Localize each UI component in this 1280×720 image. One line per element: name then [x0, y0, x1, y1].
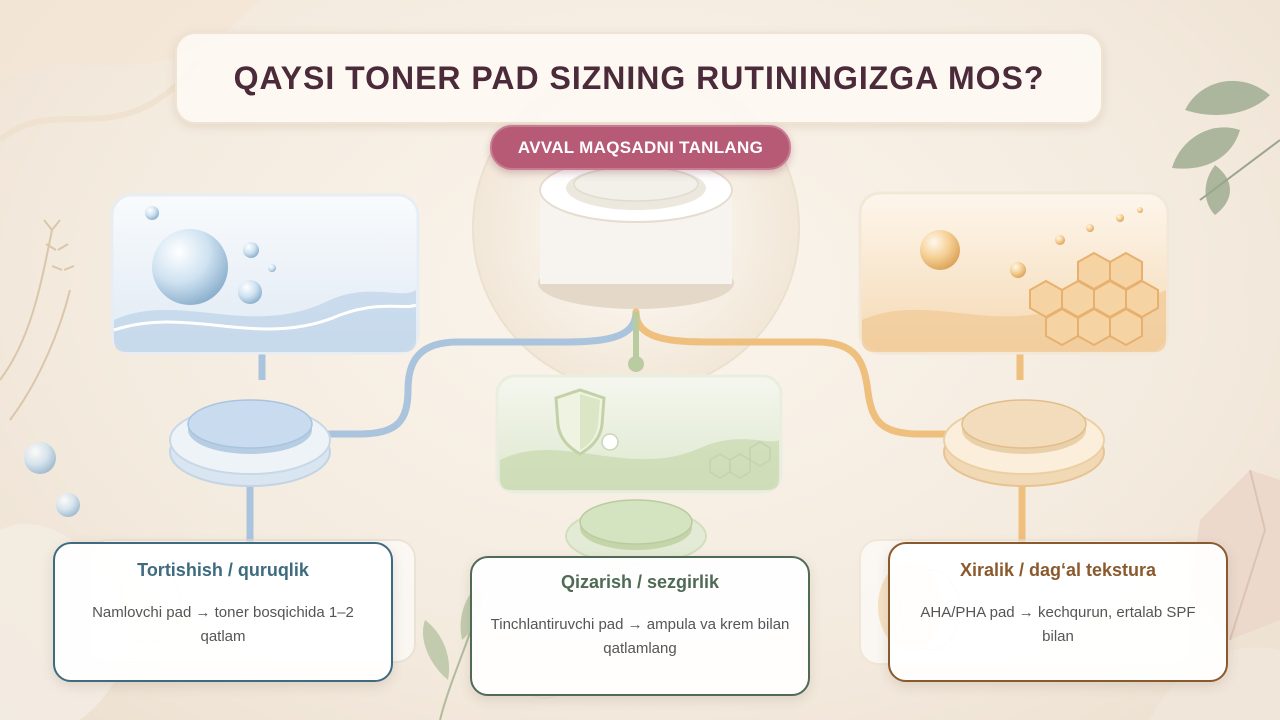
hydration-illustration [110, 193, 420, 355]
option-title-dullness: Xiralik / dag‘al tekstura [959, 560, 1157, 580]
choose-goal-pill: AVVAL MAQSADNI TANLANG [490, 125, 791, 170]
dried-flower-decoration [0, 219, 75, 421]
option-desc-dryness: Namlovchi pad → toner bosqichida 1–2 qat… [92, 604, 354, 645]
exfoliating-illustration [858, 191, 1170, 355]
page-title: QAYSI TONER PAD SIZNING RUTININGIZGA MOS… [233, 59, 1045, 96]
option-title-redness: Qizarish / sezgirlik [560, 572, 720, 592]
option-card-redness: Qizarish / sezgirlik Tinchlantiruvchi pa… [470, 556, 810, 696]
option-card-dryness: Tortishish / quruqlik Namlovchi pad → to… [53, 542, 393, 682]
option-desc-redness: Tinchlantiruvchi pad → ampula va krem bi… [490, 616, 790, 657]
leaf-decoration [1172, 80, 1280, 215]
green-pad-illustration [565, 499, 707, 565]
option-card-dullness: Xiralik / dag‘al tekstura AHA/PHA pad → … [888, 542, 1228, 682]
title-banner: QAYSI TONER PAD SIZNING RUTININGIZGA MOS… [175, 32, 1103, 124]
blue-pad-illustration [169, 399, 331, 487]
orange-pad-illustration [943, 399, 1105, 487]
option-desc-dullness: AHA/PHA pad → kechqurun, ertalab SPF bil… [920, 604, 1196, 645]
calming-illustration [495, 374, 783, 494]
choose-goal-label: AVVAL MAQSADNI TANLANG [517, 137, 764, 157]
option-title-dryness: Tortishish / quruqlik [137, 560, 309, 580]
